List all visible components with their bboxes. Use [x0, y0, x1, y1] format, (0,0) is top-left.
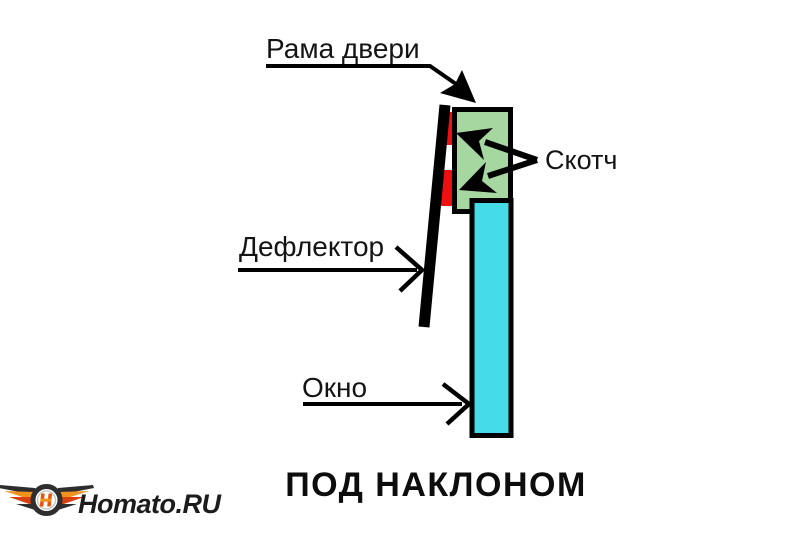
- window-rect: [469, 198, 514, 438]
- door-frame-arrowhead: [440, 70, 476, 103]
- logo-wheel-rim: [36, 490, 57, 510]
- logo-wing-left: [0, 485, 35, 510]
- caption-title: ПОД НАКЛОНОМ: [285, 466, 587, 504]
- brand-logo-icon: [0, 484, 94, 516]
- door-frame-rect: [452, 107, 513, 214]
- door-frame-leader-line: [266, 64, 458, 86]
- tape-label: Скотч: [545, 145, 618, 175]
- logo-wing-right: [58, 485, 94, 510]
- deflector-label: Дефлектор: [239, 231, 385, 262]
- deflector-bar: [418, 104, 451, 328]
- logo-letter-h: [39, 493, 53, 507]
- door-frame-label: Рама двери: [266, 33, 420, 64]
- window-label: Окно: [302, 372, 368, 403]
- brand-text: Homato.RU: [78, 489, 221, 519]
- tape-leader-upper: [484, 139, 538, 163]
- deflector-arrowhead: [394, 245, 426, 293]
- tape-arrowhead-lower: [459, 162, 497, 193]
- window-arrowhead: [441, 382, 473, 426]
- tape-leader-lower: [487, 157, 538, 179]
- tape-arrowhead-upper: [456, 128, 493, 160]
